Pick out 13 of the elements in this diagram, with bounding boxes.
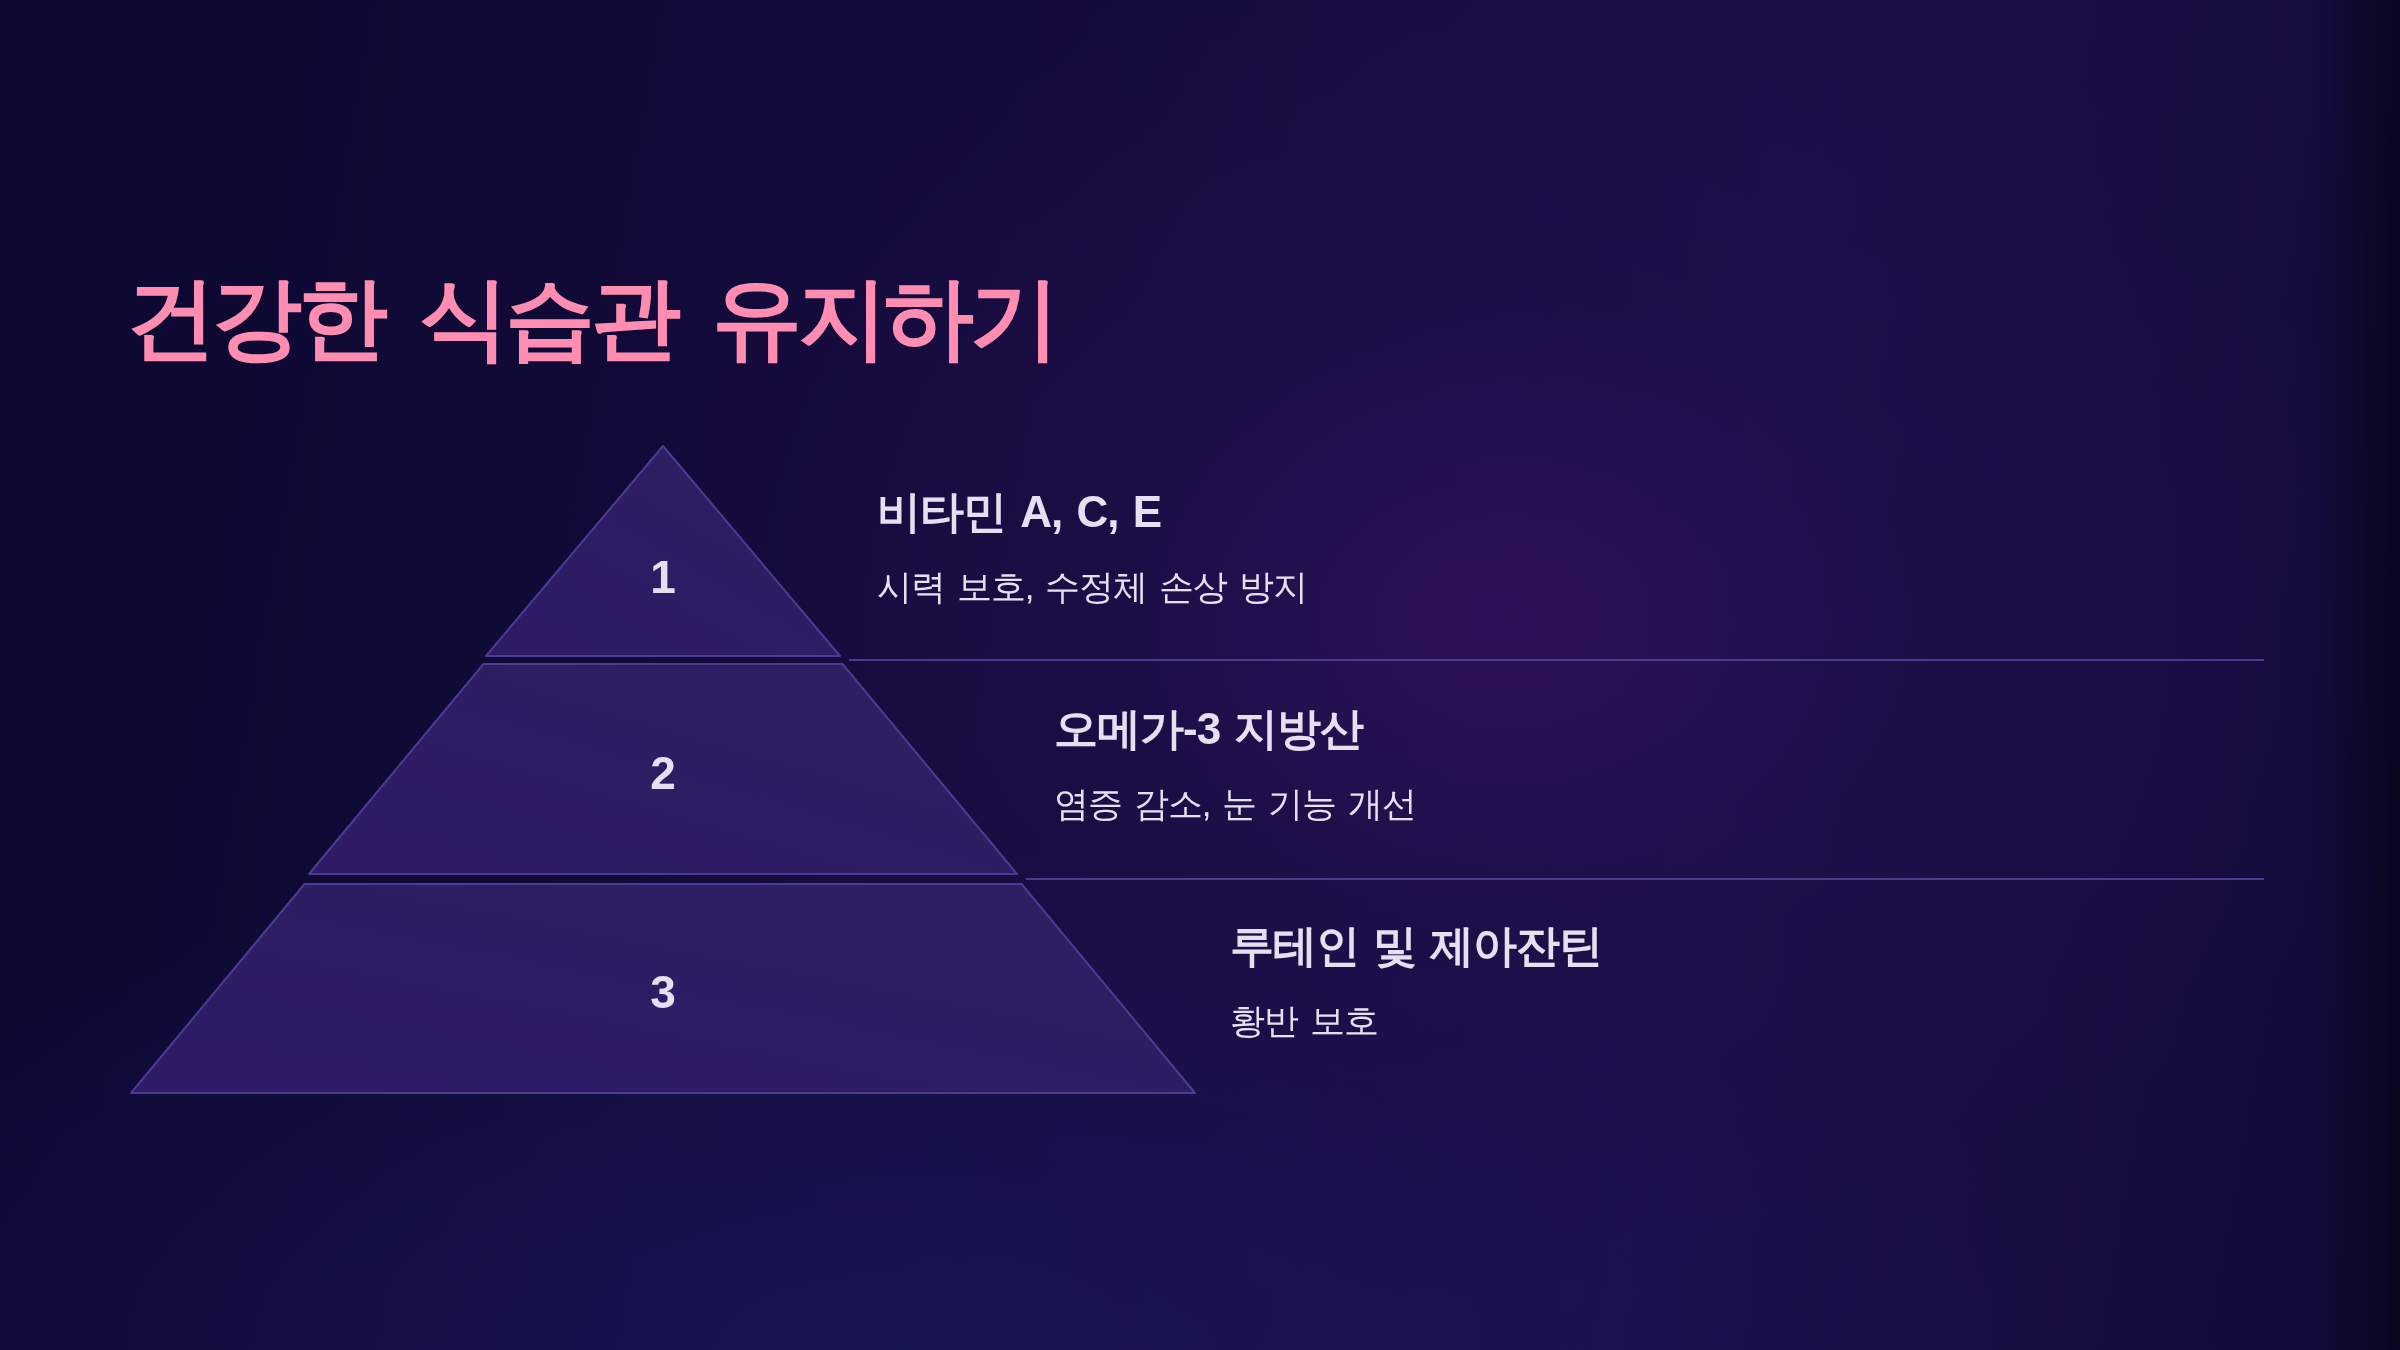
tier-number: 2: [650, 746, 676, 800]
item-description: 염증 감소, 눈 기능 개선: [1054, 783, 1416, 825]
pyramid-tier: [308, 663, 1018, 875]
item-heading: 오메가-3 지방산: [1054, 703, 1364, 755]
item-description: 시력 보호, 수정체 손상 방지: [877, 566, 1307, 608]
pyramid-tier: [485, 445, 841, 657]
item-heading: 루테인 및 제아잔틴: [1230, 920, 1603, 972]
pyramid-tier: [130, 883, 1196, 1094]
tier-number: 3: [650, 965, 676, 1019]
tier-number: 1: [650, 550, 676, 604]
item-description: 황반 보호: [1230, 1000, 1378, 1042]
slide-title: 건강한 식습관 유지하기: [126, 267, 1056, 370]
item-heading: 비타민 A, C, E: [877, 486, 1162, 538]
